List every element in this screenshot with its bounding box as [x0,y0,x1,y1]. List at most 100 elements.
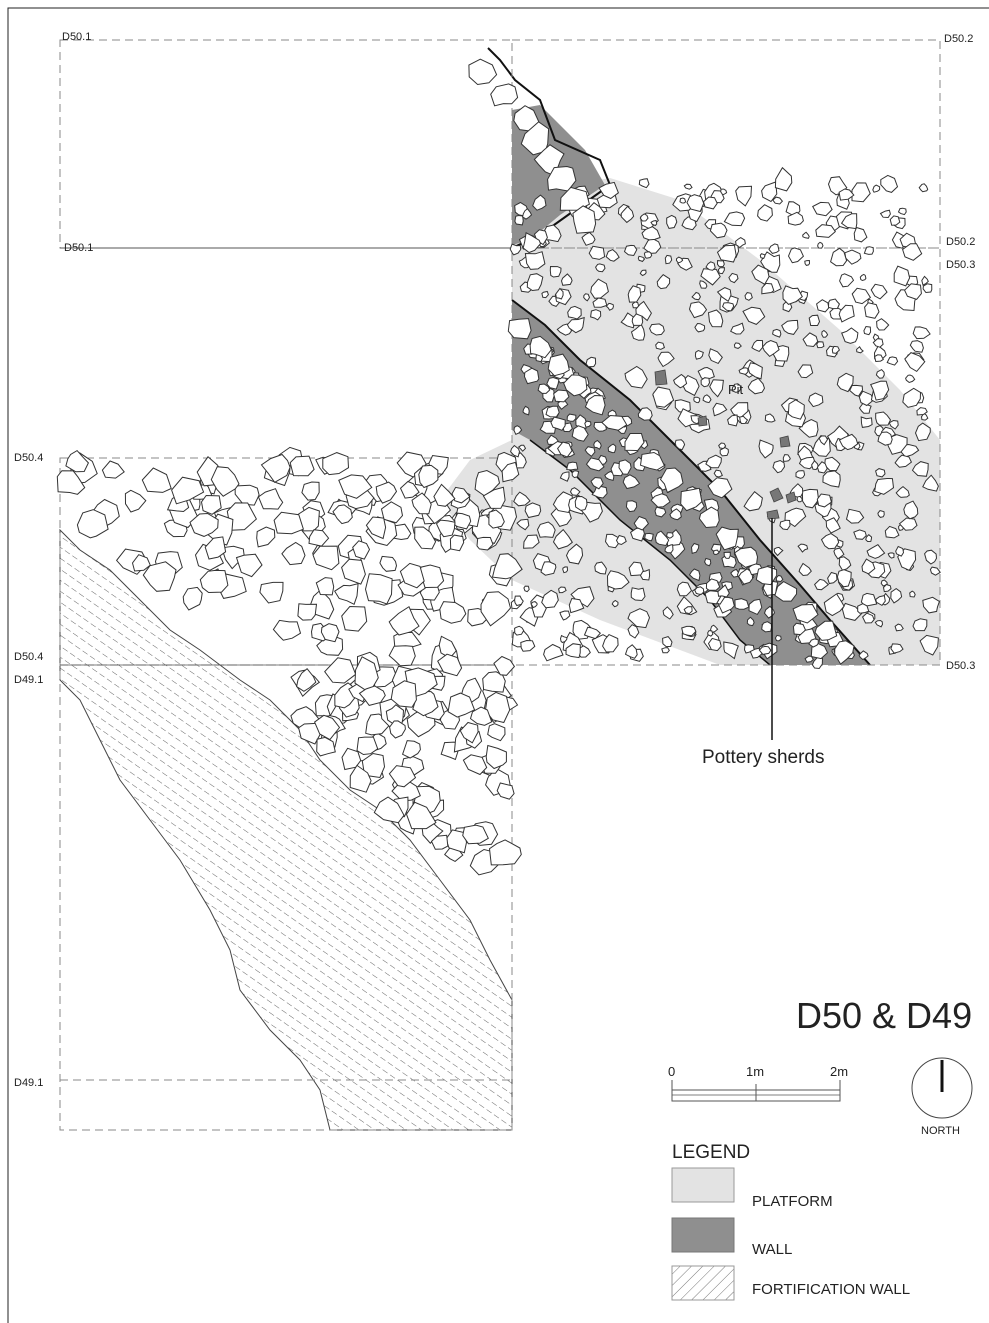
stone [774,166,793,192]
stone [493,655,516,676]
stone [782,454,791,462]
stone [681,625,697,637]
stone [691,291,701,301]
stone [289,455,315,477]
stone [447,692,476,718]
stone [717,584,730,598]
stone [858,390,875,407]
pit-label: Pit [728,382,744,397]
stone [922,474,939,492]
stone [844,249,862,265]
stone [863,325,872,336]
stone [815,224,836,238]
stone [605,302,614,311]
stone [894,623,904,632]
stone [838,304,855,323]
stone [630,587,646,602]
stone [643,251,653,259]
stone [886,356,899,366]
stone [641,226,661,241]
legend-label-fortification: FORTIFICATION WALL [752,1281,910,1298]
stone [559,610,571,621]
stone [830,247,848,267]
stone [858,402,872,414]
stone [141,467,172,493]
stone [485,744,507,770]
stone [559,634,568,644]
stone [389,720,406,739]
stone [591,485,608,499]
stone [836,372,854,393]
stone [624,644,638,659]
stone [709,222,728,239]
stone [810,642,829,660]
stone [787,247,805,264]
stone [808,638,819,648]
stone [731,383,742,393]
stone [912,326,931,340]
stone [666,532,674,539]
scale-bar [671,1080,841,1102]
stone [762,580,779,597]
stone [719,447,729,457]
stone [476,536,494,551]
stone [297,603,318,621]
north-arrow-icon [911,1057,973,1119]
stone [688,568,701,582]
stone [313,714,341,741]
stone [865,534,873,543]
stone [877,510,885,518]
stone [411,492,432,515]
stone [757,204,773,222]
stone [507,318,532,340]
stone [487,723,506,742]
stone [797,364,814,379]
stone [661,647,670,654]
stone [657,351,675,368]
stone [639,213,649,222]
plan-title: D50 & D49 [796,995,972,1036]
stone [547,353,570,377]
stone [643,237,662,254]
stone [895,485,910,498]
stone [566,316,585,334]
stone [401,740,421,759]
stone [707,477,733,499]
stone [556,441,573,458]
stone [630,323,646,341]
stone [655,341,666,350]
stone [501,461,520,483]
stone [782,285,803,305]
pottery-sherd-marks [654,369,797,520]
stone [884,525,900,539]
stone [811,460,819,471]
stone [565,543,584,565]
stone [379,555,398,572]
stone [552,528,573,550]
stone [814,620,838,641]
stone [482,486,506,509]
stone [514,595,524,607]
stone [547,165,577,192]
stone [722,302,735,312]
stone [606,570,630,590]
point-label-d50-1-top: D50.1 [62,31,91,43]
stone [590,476,604,490]
stone [820,533,840,550]
stone [324,657,357,684]
stone [552,491,573,514]
stone [840,213,858,230]
stone [734,598,750,610]
stone [171,476,205,505]
stone [513,425,523,435]
stone [707,637,722,652]
stone [454,512,472,530]
stone [851,182,871,203]
stone [672,373,688,389]
stone [851,287,872,305]
stone [623,244,638,257]
stone [802,231,810,239]
stone [717,267,725,275]
stone [272,619,302,641]
stone [583,626,602,640]
